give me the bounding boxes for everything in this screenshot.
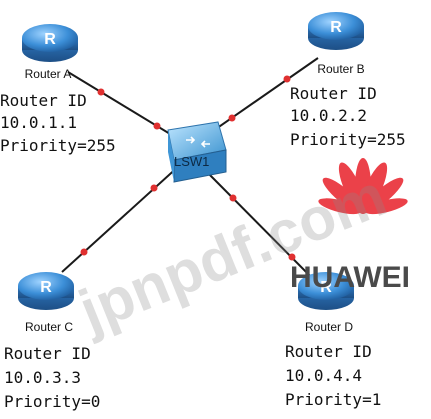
port-dot — [283, 75, 291, 83]
router-name: Router B — [317, 62, 364, 76]
router-c[interactable]: R Router C — [18, 272, 74, 334]
svg-text:R: R — [330, 19, 342, 36]
router-icon: R — [18, 272, 74, 310]
port-dot — [150, 184, 158, 192]
router-id-label: Router ID — [285, 342, 372, 361]
router-a[interactable]: R Router A — [22, 24, 78, 81]
router-name: Router D — [305, 320, 353, 334]
router-d[interactable]: R Router D — [298, 272, 354, 334]
port-dot — [288, 253, 296, 261]
router-icon: R — [308, 12, 364, 50]
router-name: Router C — [25, 320, 73, 334]
router-priority: Priority=255 — [0, 136, 116, 155]
router-icon: R — [298, 272, 354, 310]
router-icon: R — [22, 24, 78, 62]
port-dots — [80, 75, 296, 261]
link-d-lsw1 — [199, 164, 323, 289]
router-id-label: Router ID — [290, 84, 377, 103]
router-priority: Priority=1 — [285, 390, 381, 409]
router-priority: Priority=255 — [290, 130, 406, 149]
router-priority: Priority=0 — [4, 392, 100, 411]
watermark-text: jpnpdf.com — [69, 161, 395, 345]
router-id-value: 10.0.2.2 — [290, 106, 367, 125]
port-dot — [228, 114, 236, 122]
router-name: Router A — [25, 67, 72, 81]
switch-lsw1[interactable]: LSW1 — [167, 121, 227, 183]
svg-text:R: R — [320, 279, 332, 296]
huawei-logo — [318, 158, 408, 215]
router-b[interactable]: R Router B — [308, 12, 365, 76]
huawei-wordmark: HUAWEI — [290, 261, 410, 294]
port-dot — [229, 194, 237, 202]
link-a-lsw1 — [67, 71, 181, 141]
port-dot — [153, 122, 161, 130]
svg-text:R: R — [44, 31, 56, 48]
router-id-label: Router ID — [0, 91, 87, 110]
router-id-label: Router ID — [4, 344, 91, 363]
router-id-value: 10.0.3.3 — [4, 368, 81, 387]
router-id-value: 10.0.4.4 — [285, 366, 362, 385]
router-id-value: 10.0.1.1 — [0, 113, 77, 132]
svg-text:R: R — [40, 279, 52, 296]
port-dot — [97, 88, 105, 96]
switch-icon — [167, 121, 227, 183]
port-dot — [80, 248, 88, 256]
switch-name: LSW1 — [174, 154, 209, 169]
